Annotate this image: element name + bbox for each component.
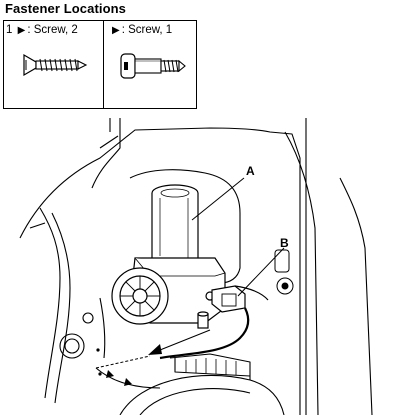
callout-a-leader [191, 177, 245, 221]
legend-label-screw-2: 1 ▶: Screw, 2 [6, 24, 78, 36]
legend-cell-screw-2: 1 ▶: Screw, 2 [4, 21, 104, 108]
legend-index: 1 [6, 24, 13, 36]
arrow-right-icon: ▶ [17, 25, 26, 36]
connector-b [159, 285, 269, 360]
door-panel-outline [19, 127, 301, 415]
flat-head-screw-icon [23, 53, 88, 77]
legend-text: : Screw, 1 [121, 24, 173, 36]
callout-label-a: A [246, 164, 255, 178]
shoulder-screw-icon [120, 53, 186, 79]
motor-assembly [111, 184, 226, 329]
legend-label-screw-1: ▶: Screw, 1 [110, 24, 172, 36]
clip-markers [96, 348, 132, 386]
fastener-legend-table: 1 ▶: Screw, 2 ▶: Screw, 1 [3, 20, 197, 109]
arrow-right-icon: ▶ [112, 25, 120, 36]
legend-cell-screw-1: ▶: Screw, 1 [104, 21, 196, 108]
mount-hole [274, 249, 294, 295]
removal-arrow [95, 329, 211, 369]
callout-label-b: B [280, 236, 289, 250]
legend-text: : Screw, 2 [27, 24, 78, 36]
callout-b-leader [237, 247, 285, 297]
page-title: Fastener Locations [5, 1, 126, 16]
regulator-motor-diagram [19, 118, 373, 415]
